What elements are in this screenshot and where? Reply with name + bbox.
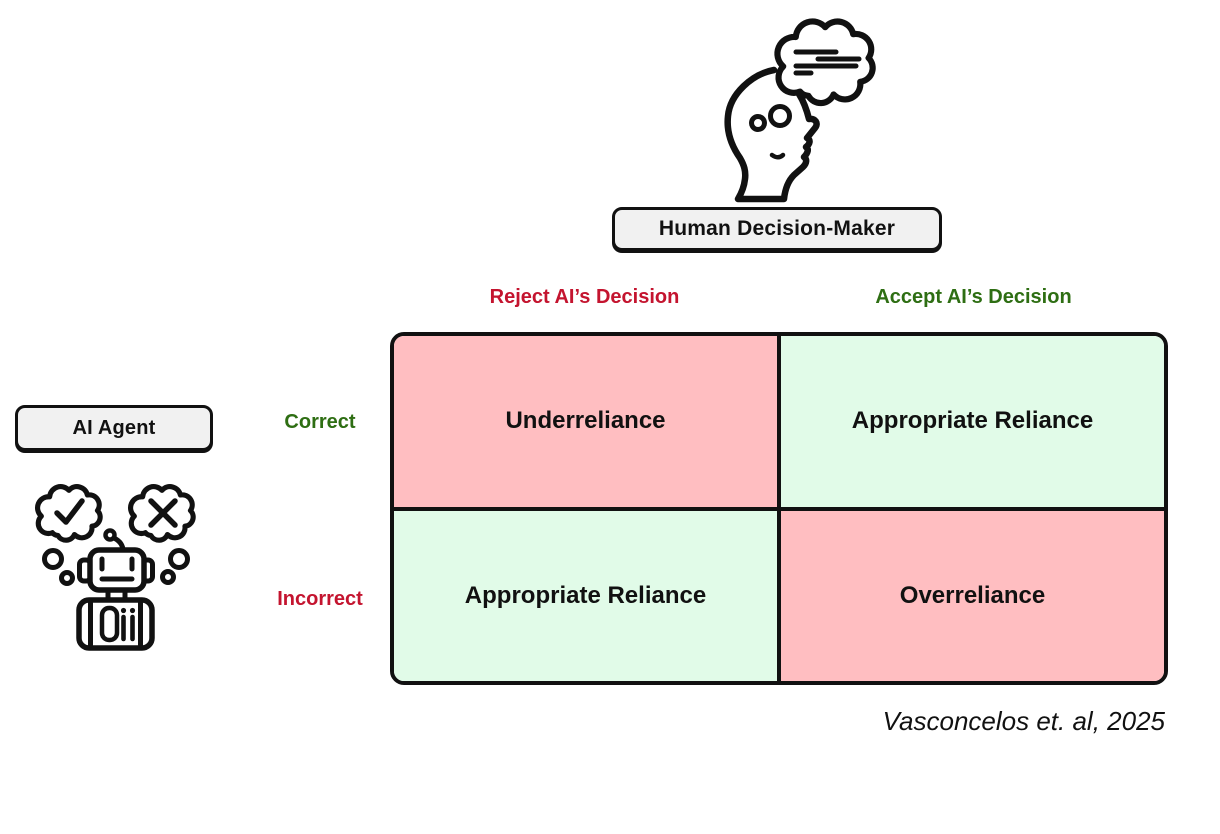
display-i2-dot (129, 607, 136, 614)
row-header-correct: Correct (284, 411, 356, 433)
cell-incorrect-accept: Overreliance (779, 508, 1164, 681)
reliance-matrix: Underreliance Appropriate Reliance Appro… (390, 332, 1168, 685)
column-header-reject: Reject AI’s Decision (489, 286, 680, 308)
display-i1-dot (120, 607, 127, 614)
mouth-line (769, 152, 786, 160)
human-thinking-icon (724, 18, 876, 203)
cell-correct-reject: Underreliance (394, 336, 779, 509)
robot-body-seams (88, 600, 143, 648)
check-thought-cloud (35, 484, 103, 543)
cell-correct-accept: Appropriate Reliance (779, 336, 1164, 509)
cell-label: Appropriate Reliance (851, 407, 1094, 435)
left-thought-dot-large (42, 548, 64, 570)
right-thought-dot-large (168, 548, 190, 570)
robot-eyes (99, 556, 135, 572)
display-zero-glyph (99, 605, 120, 643)
thought-dot-small (749, 114, 767, 132)
check-icon (54, 498, 85, 525)
agent-label-text: AI Agent (72, 416, 156, 439)
human-decision-maker-label: Human Decision-Maker (612, 207, 942, 251)
cell-label: Appropriate Reliance (464, 581, 707, 609)
cell-label: Underreliance (505, 407, 666, 435)
cross-icon (148, 498, 178, 528)
thought-text-lines (793, 49, 862, 76)
column-header-accept: Accept AI’s Decision (875, 286, 1072, 308)
thought-dot-large (768, 104, 792, 128)
right-thought-dot-small (160, 569, 176, 585)
cell-incorrect-reject: Appropriate Reliance (394, 508, 779, 681)
robot-thinking-icon (35, 484, 196, 651)
head-profile-outline (724, 66, 820, 203)
ai-agent-label: AI Agent (15, 405, 213, 451)
left-thought-dot-small (59, 570, 75, 586)
robot-head (87, 547, 147, 593)
row-header-incorrect: Incorrect (277, 588, 363, 610)
cell-label: Overreliance (899, 581, 1046, 609)
human-label-text: Human Decision-Maker (658, 217, 896, 240)
citation-text: Vasconcelos et. al, 2025 (882, 706, 1165, 736)
thought-cloud (774, 18, 876, 107)
